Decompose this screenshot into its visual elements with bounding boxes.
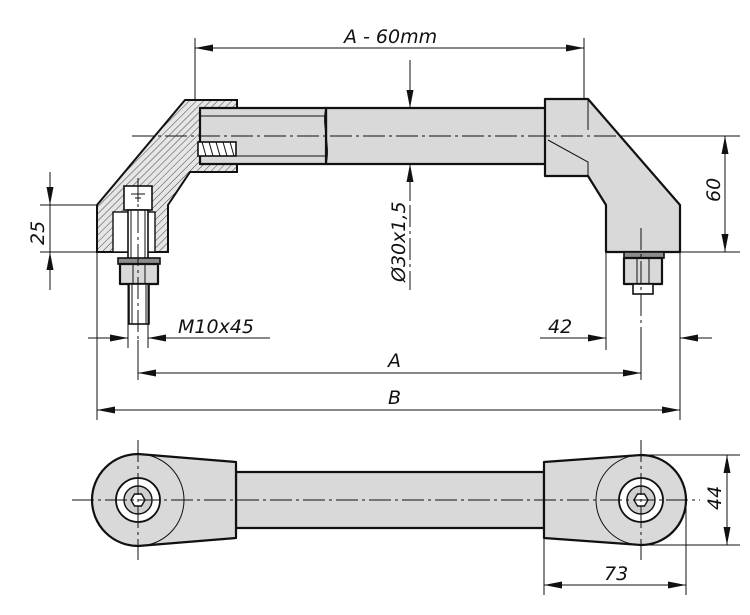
left-bolt-tail bbox=[128, 283, 150, 325]
dim-height-25: 25 bbox=[27, 221, 49, 245]
dim-a-minus-60: A - 60mm bbox=[342, 26, 437, 48]
dim-width-44: 44 bbox=[704, 486, 726, 510]
dim-a: A bbox=[386, 350, 401, 372]
left-nut bbox=[118, 262, 160, 286]
dim-length-73: 73 bbox=[604, 563, 628, 585]
top-view bbox=[72, 440, 700, 560]
right-nut bbox=[622, 256, 664, 286]
dimensions-top: 44 73 bbox=[543, 454, 740, 595]
front-view bbox=[96, 60, 690, 340]
dim-height-60: 60 bbox=[703, 178, 725, 202]
dim-offset-42: 42 bbox=[548, 316, 572, 338]
dim-diameter: Ø30x1,5 bbox=[388, 201, 410, 283]
dim-b: B bbox=[388, 387, 401, 409]
right-bolt-tail bbox=[632, 283, 654, 295]
right-end bbox=[543, 97, 682, 254]
tube-break-line bbox=[324, 107, 328, 165]
dim-thread: M10x45 bbox=[178, 316, 254, 338]
dimensions-front: A - 60mm Ø30x1,5 60 25 M10x45 bbox=[27, 26, 740, 420]
